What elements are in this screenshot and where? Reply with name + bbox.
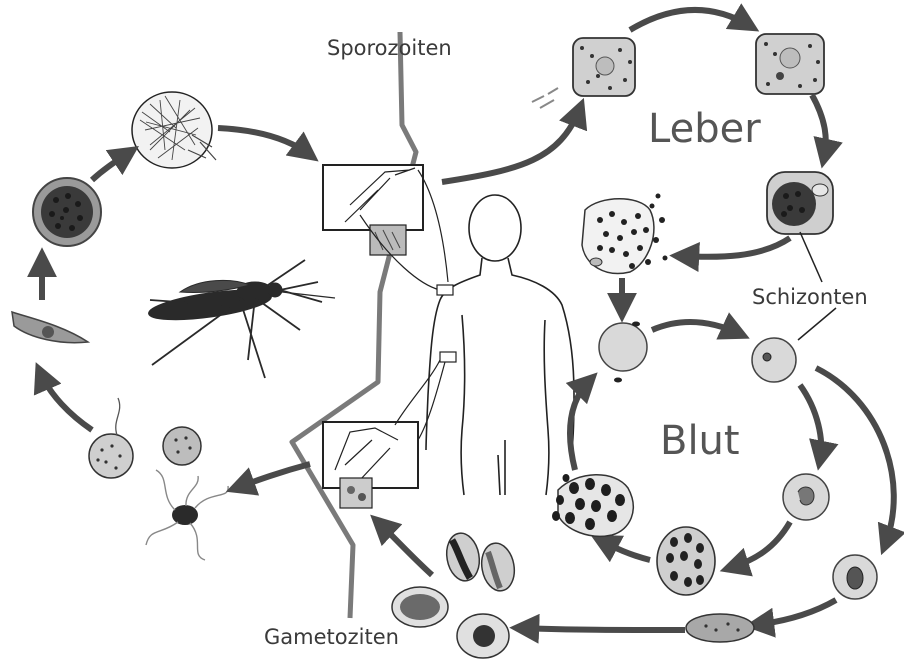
gametocyte-crescent-b (478, 541, 518, 594)
arrow-liver2-to-schizont (812, 95, 826, 158)
rupturing-schizont-cell (552, 474, 633, 536)
liver-schizont-cell (767, 172, 833, 234)
arrow-ring-to-gametocyte-branch (816, 368, 894, 545)
mature-gametocyte-crescent (686, 614, 754, 642)
label-blood: Blut (660, 418, 740, 464)
schizont-pointer-lower (798, 308, 836, 340)
bite-inset-bottom (323, 422, 418, 508)
liver-cycle (442, 10, 833, 282)
mosquito-cycle (12, 92, 335, 560)
label-sporozoites: Sporozoiten (327, 36, 452, 60)
arrow-gamete-to-ookinete (40, 372, 92, 430)
ruptured-schizont-merozoites (582, 194, 668, 274)
liver-cell-1 (573, 38, 635, 96)
label-gametocytes: Gametoziten (264, 625, 399, 649)
blood-schizont-cell (657, 527, 715, 595)
gametocyte-oval-a (392, 587, 448, 627)
bite-marker-hip (440, 352, 456, 362)
gametocyte-group (378, 522, 518, 658)
ring-stage-cell (752, 338, 796, 382)
arrow-schizont-to-rupture (600, 540, 650, 560)
oocyst-sporozoites-cell (132, 92, 216, 168)
host-divider-line (292, 32, 416, 618)
arrow-ring-to-trophozoite (800, 385, 821, 460)
dark-oocyst-cell (33, 178, 101, 246)
mosquito-silhouette (147, 260, 335, 378)
arrow-gametocytes-to-mosquito (378, 522, 432, 575)
human-body-outline (426, 195, 574, 495)
macrogamete-cell (89, 398, 133, 478)
trophozoite-cell (783, 474, 829, 520)
arrow-bite-to-liver (442, 108, 580, 182)
bite-marker-arm (437, 285, 453, 295)
exflagellating-gametocyte (146, 470, 228, 560)
arrow-young-to-mature-gametocyte (755, 600, 836, 625)
microgamete-cell (163, 427, 201, 465)
liver-cell-2 (756, 34, 824, 94)
arrow-liver1-to-liver2 (630, 10, 750, 30)
label-schizonts: Schizonten (752, 285, 868, 309)
label-liver: Leber (648, 106, 761, 152)
arrow-gametocyte-to-gamete (236, 464, 310, 488)
rbc-uninfected (599, 322, 647, 383)
arrow-dark-oocyst-to-sporozoites (92, 152, 130, 180)
arrow-schizont-to-merozoites (680, 238, 790, 257)
ookinete-cell (12, 312, 88, 343)
arrow-gametocyte-to-bloodmeal (520, 628, 685, 630)
arrow-oocyst-to-salivary (218, 128, 310, 155)
arrow-rupture-to-rbc (570, 380, 590, 470)
bite-inset-top (323, 165, 423, 255)
arrow-trophozoite-to-schizont (730, 522, 790, 568)
sporozoite-wisps (532, 88, 558, 108)
young-gametocyte-cell (833, 555, 877, 599)
gametocyte-crescent-a (443, 531, 483, 584)
arrow-rbc-to-ring (652, 322, 740, 334)
schizont-pointer-upper (800, 232, 822, 282)
gametocyte-oval-b (457, 614, 509, 658)
